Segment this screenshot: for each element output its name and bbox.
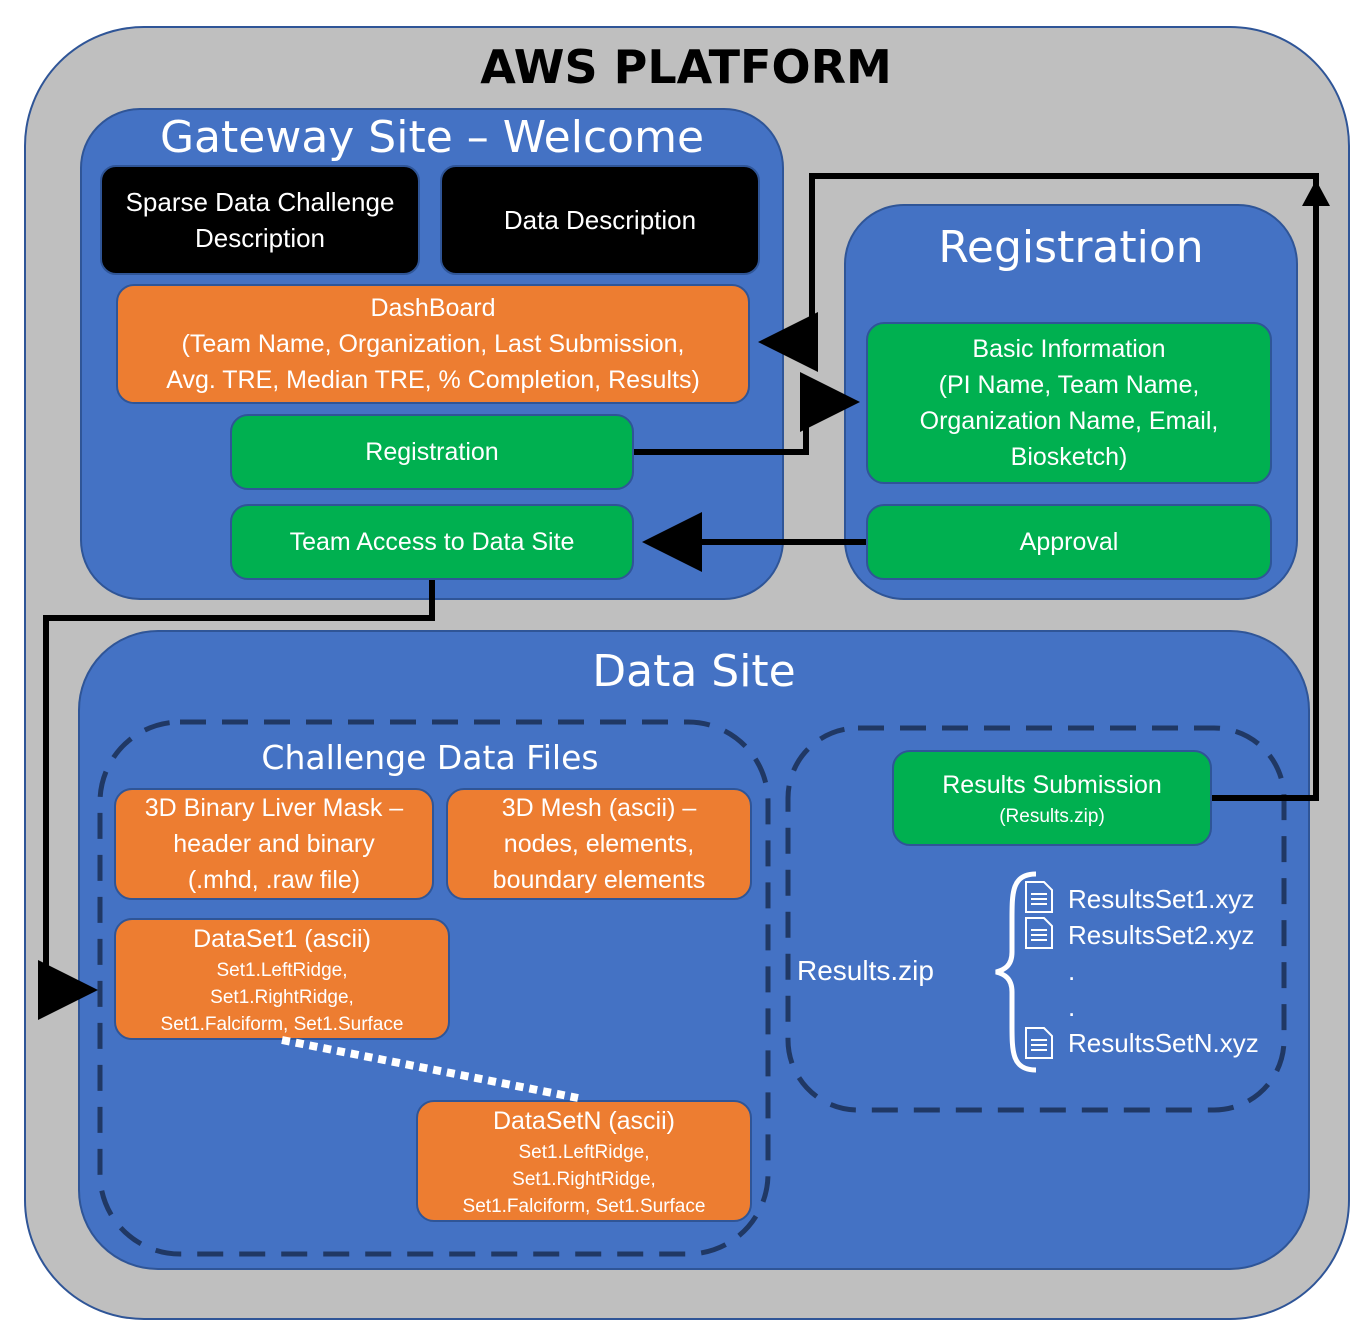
datasetn-line-3: Set1.Falciform, Set1.Surface (462, 1195, 706, 1217)
result-file-dot-1: . (1068, 956, 1076, 986)
arrow-team-access-to-dataset1 (38, 580, 435, 1020)
liver-mask-line-2: header and binary (173, 830, 375, 858)
approval-label: Approval (1019, 528, 1119, 556)
results-zip-label: Results.zip (797, 955, 934, 986)
datasetn-box[interactable]: DataSetN (ascii) Set1.LeftRidge, Set1.Ri… (416, 1100, 752, 1222)
dashboard-line-3: Avg. TRE, Median TRE, % Completion, Resu… (166, 366, 700, 394)
datasetn-line-1: Set1.LeftRidge, (518, 1141, 650, 1163)
platform-title: AWS PLATFORM (480, 40, 892, 94)
file-icon (1025, 917, 1053, 949)
result-file-n: ResultsSetN.xyz (1068, 1028, 1259, 1058)
challenge-description-button[interactable]: Sparse Data Challenge Description (100, 165, 420, 275)
result-file-2: ResultsSet2.xyz (1068, 920, 1255, 950)
file-icon (1025, 1027, 1053, 1059)
results-submission-title: Results Submission (942, 770, 1162, 799)
results-dashed-group (785, 725, 1287, 1113)
file-icon (1025, 881, 1053, 913)
team-access-label: Team Access to Data Site (289, 528, 575, 556)
datasetn-line-2: Set1.RightRidge, (512, 1168, 656, 1190)
arrow-results-to-dashboard (758, 173, 1319, 801)
mesh-line-1: 3D Mesh (ascii) – (501, 794, 697, 822)
basic-info-line-4: Biosketch) (1010, 443, 1128, 471)
gateway-registration-button[interactable]: Registration (230, 414, 634, 490)
results-brace (995, 871, 1037, 1073)
liver-mask-line-3: (.mhd, .raw file) (187, 866, 361, 894)
dataset-dotted-connector (281, 1036, 579, 1102)
mesh-line-2: nodes, elements, (503, 830, 695, 858)
data-description-label: Data Description (503, 205, 697, 235)
result-file-1: ResultsSet1.xyz (1068, 884, 1255, 914)
dataset1-box[interactable]: DataSet1 (ascii) Set1.LeftRidge, Set1.Ri… (114, 918, 450, 1040)
challenge-description-line-2: Description (194, 223, 326, 253)
gateway-registration-label: Registration (365, 438, 499, 466)
arrow-registration-to-basic-info (634, 372, 860, 455)
challenge-description-line-1: Sparse Data Challenge (125, 187, 395, 217)
arrowhead-up-right (1302, 180, 1330, 206)
mesh-line-3: boundary elements (492, 866, 706, 894)
data-description-button[interactable]: Data Description (440, 165, 760, 275)
challenge-files-dashed-group (97, 719, 771, 1257)
challenge-files-title: Challenge Data Files (261, 738, 599, 777)
mesh-box[interactable]: 3D Mesh (ascii) – nodes, elements, bound… (446, 788, 752, 900)
basic-info-line-2: (PI Name, Team Name, (938, 371, 1200, 399)
approval-box[interactable]: Approval (866, 504, 1272, 580)
basic-info-title: Basic Information (972, 335, 1166, 363)
team-access-button[interactable]: Team Access to Data Site (230, 504, 634, 580)
results-submission-button[interactable]: Results Submission (Results.zip) (892, 750, 1212, 846)
dataset1-title: DataSet1 (ascii) (193, 924, 371, 953)
datasetn-title: DataSetN (ascii) (493, 1106, 675, 1135)
dashboard-box[interactable]: DashBoard (Team Name, Organization, Last… (116, 284, 750, 404)
basic-information-box[interactable]: Basic Information (PI Name, Team Name, O… (866, 322, 1272, 484)
dashboard-line-2: (Team Name, Organization, Last Submissio… (181, 330, 685, 358)
registration-title: Registration (938, 222, 1204, 273)
dataset1-line-2: Set1.RightRidge, (210, 986, 354, 1008)
liver-mask-line-1: 3D Binary Liver Mask – (144, 794, 404, 822)
gateway-site-title: Gateway Site – Welcome (159, 112, 705, 163)
dataset1-line-3: Set1.Falciform, Set1.Surface (160, 1013, 404, 1035)
data-site-title: Data Site (592, 646, 796, 697)
liver-mask-box[interactable]: 3D Binary Liver Mask – header and binary… (114, 788, 434, 900)
dashboard-title: DashBoard (370, 294, 496, 322)
dataset1-line-1: Set1.LeftRidge, (216, 959, 348, 981)
basic-info-line-3: Organization Name, Email, (919, 407, 1219, 435)
result-file-dot-2: . (1068, 992, 1076, 1022)
results-submission-subtitle: (Results.zip) (999, 805, 1105, 827)
